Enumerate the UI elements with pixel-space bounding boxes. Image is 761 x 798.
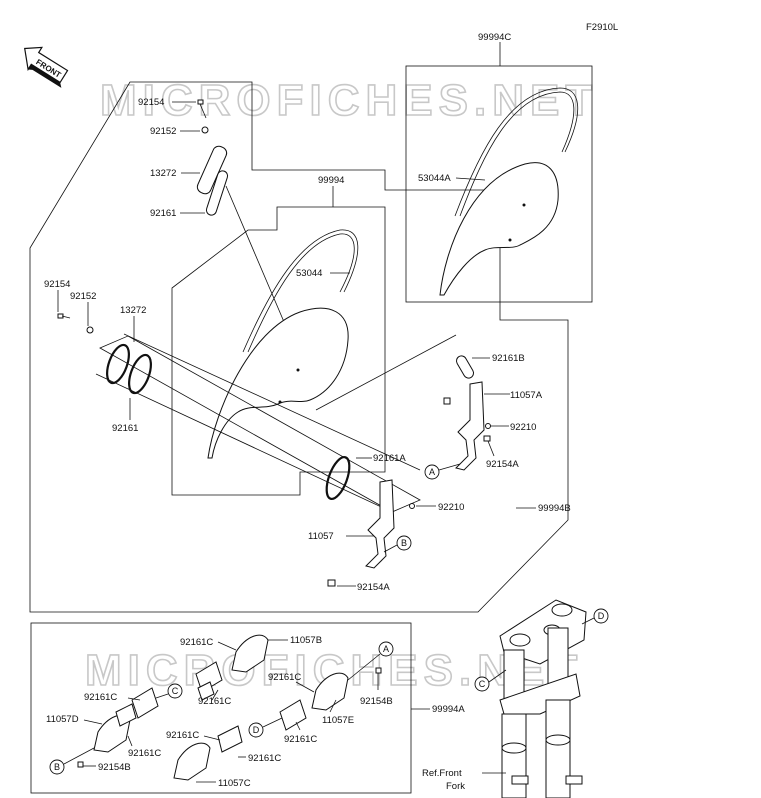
adapter-11057B: [231, 634, 269, 673]
label-92161C-1: 92161C: [180, 637, 213, 648]
label-92154-left: 92154: [44, 279, 70, 290]
svg-text:D: D: [598, 611, 605, 621]
kit-99994B-outline: [29, 81, 569, 613]
label-11057B: 11057B: [290, 635, 322, 646]
label-92161A: 92161A: [373, 453, 406, 464]
label-11057C: 11057C: [218, 778, 251, 789]
label-13272-top: 13272: [150, 168, 176, 179]
collar-92161C-a: [195, 661, 223, 701]
collar-92161C-b: [279, 699, 307, 731]
label-11057E: 11057E: [322, 715, 354, 726]
label-92210-center: 92210: [438, 502, 464, 513]
nut-92210-right: [485, 423, 491, 429]
label-92161C-3: 92161C: [268, 672, 301, 683]
callout-D-bottom: [248, 722, 264, 738]
label-92161B: 92161B: [492, 353, 525, 364]
svg-text:A: A: [429, 467, 435, 477]
bolt-92154A-center: [327, 579, 336, 587]
label-92210-right: 92210: [510, 422, 536, 433]
label-92154B-right: 92154B: [360, 696, 393, 707]
label-53044: 53044: [296, 268, 322, 279]
callout-C-bottom: [167, 683, 183, 699]
bolt-92154A-right: [483, 435, 491, 442]
label-92161C-4: 92161C: [284, 734, 317, 745]
adapter-11057E: [311, 672, 349, 711]
svg-text:C: C: [172, 686, 179, 696]
adapter-11057C: [173, 742, 211, 781]
callout-C-fork: [474, 676, 490, 692]
label-99994: 99994: [318, 175, 344, 186]
kit-99994-outline: [171, 206, 386, 496]
bracket-11057: [365, 479, 395, 569]
callout-B-bottom: [49, 759, 65, 775]
label-11057A: 11057A: [510, 390, 543, 401]
svg-text:B: B: [401, 538, 407, 548]
label-92154B-left: 92154B: [98, 762, 131, 773]
collar-92161C-d: [217, 725, 243, 753]
diagram-code: F2910L: [586, 22, 618, 33]
clamp-ring-left: [106, 343, 152, 395]
label-92154A-right: 92154A: [486, 459, 519, 470]
label-99994B: 99994B: [538, 503, 571, 514]
kit-99994A-box: [30, 622, 412, 794]
bracket-11057A: [443, 381, 485, 471]
label-92154-top: 92154: [138, 97, 164, 108]
kit-99994C-box: [405, 65, 593, 303]
label-92152-left: 92152: [70, 291, 96, 302]
label-92161-top: 92161: [150, 208, 176, 219]
label-11057D: 11057D: [46, 714, 79, 725]
bolt-92154B-left: [77, 761, 84, 768]
svg-text:D: D: [253, 725, 260, 735]
label-53044A: 53044A: [418, 173, 451, 184]
ref-label-line1: Ref.Front: [422, 768, 462, 779]
callout-D-fork: [593, 608, 609, 624]
label-92161C-2: 92161C: [198, 696, 231, 707]
windshield-tall: [439, 87, 579, 296]
strap-92161B: [456, 355, 474, 379]
collar-92161C-c: [115, 687, 159, 727]
callout-A-right: [424, 464, 440, 480]
label-92161C-5: 92161C: [84, 692, 117, 703]
label-92154A-center: 92154A: [357, 582, 390, 593]
clamp-ring-right: [325, 455, 351, 501]
svg-text:A: A: [383, 644, 389, 654]
bolt-92154B-right: [375, 667, 382, 674]
label-11057: 11057: [308, 531, 334, 542]
nut-92152-left: [86, 326, 94, 334]
label-92152-top: 92152: [150, 126, 176, 137]
nut-92152-top: [201, 126, 209, 134]
bolt-92154-left: [57, 313, 71, 319]
label-99994C: 99994C: [478, 32, 511, 43]
svg-text:B: B: [54, 762, 60, 772]
label-92161C-8: 92161C: [248, 753, 281, 764]
watermark-top: MICROFICHES.NET: [100, 76, 598, 125]
svg-text:C: C: [479, 679, 486, 689]
ref-label-line2: Fork: [446, 781, 465, 792]
strap-92161-top: [205, 170, 229, 216]
windshield-short: [207, 229, 359, 459]
label-92161C-7: 92161C: [166, 730, 199, 741]
callout-B-center: [396, 535, 412, 551]
front-arrow-icon: FRONT: [24, 46, 69, 88]
bolt-92154-top: [197, 99, 207, 119]
label-99994A: 99994A: [432, 704, 465, 715]
label-92161-left: 92161: [112, 423, 138, 434]
nut-92210-center: [409, 503, 415, 509]
callout-A-bottom: [378, 641, 394, 657]
front-fork-reference: [499, 599, 587, 798]
label-13272-left: 13272: [120, 305, 146, 316]
label-92161C-6: 92161C: [128, 748, 161, 759]
